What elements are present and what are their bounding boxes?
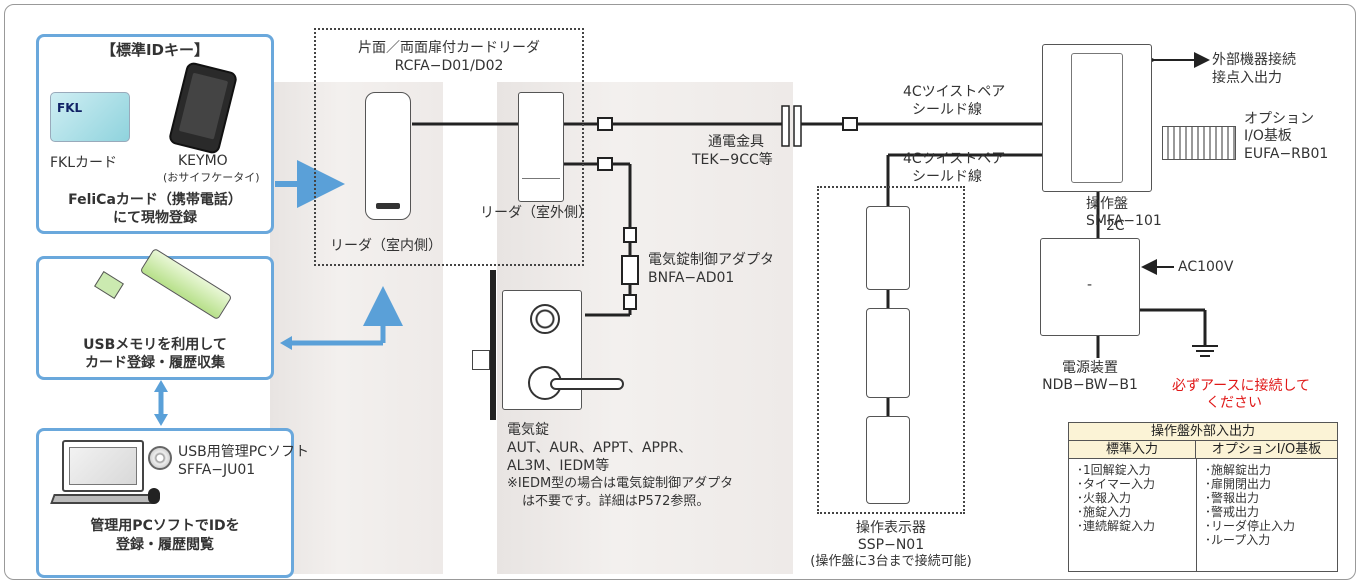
pc-soft-line1: USB用管理PCソフト [178,444,309,460]
outdoor-reader-label: リーダ（室外側） [480,205,592,221]
io-table-col1-header: 標準入力 [1069,441,1196,459]
psu-line1: 電源装置 [1062,360,1118,376]
io-table-col2-header: オプションI/O基板 [1196,441,1337,459]
standard-id-title: 【標準IDキー】 [100,41,210,59]
control-panel-device [1042,44,1152,192]
option-line2: I/O基板 [1244,128,1292,144]
psu-line2: NDB−BW−B1 [1042,377,1138,393]
io-col1-item: ･1回解錠入力 [1077,463,1151,477]
display-line3: (操作盤に3台まで接続可能) [810,554,972,569]
lock-cylinder-icon [530,304,560,334]
door-edge [490,270,496,420]
lock-note1: ※IEDM型の場合は電気錠制御アダプタ [507,476,734,491]
pc-line2: 登録・履歴閲覧 [116,537,214,553]
reader-header1: 片面／両面扉付カードリーダ [358,40,540,56]
power-supply-device: - [1040,238,1140,336]
laptop-icon [62,440,144,492]
wire-2c-label: 2C [1106,218,1125,234]
io-table: 操作盤外部入出力 標準入力 オプションI/O基板 ･1回解錠入力 ･タイマー入力… [1068,422,1338,572]
bolt [472,350,490,370]
cable-mid-line1: 4Cツイストペア [903,151,1006,167]
laptop-keyboard-icon [50,494,158,504]
fkl-card: FKL [50,92,130,142]
ext-line1: 外部機器接続 [1212,52,1296,68]
io-col1-item: ･連続解錠入力 [1077,519,1156,533]
display-unit-3 [866,416,910,504]
lock-models1: AUT、AUR、APPT、APPR、 [507,440,693,456]
ground-warning-line2: ください [1206,395,1262,411]
outer-frame [4,4,1356,580]
io-col1-item: ･タイマー入力 [1077,477,1156,491]
usb-line2: カード登録・履歴収集 [85,355,225,371]
outdoor-reader-device [518,92,564,202]
lock-title: 電気錠 [507,422,549,438]
io-col2-item: ･リーダ停止入力 [1205,519,1296,533]
standard-id-box [36,34,274,234]
lock-models2: AL3M、IEDM等 [507,458,610,474]
lever-icon [550,378,624,390]
adapter-line1: 電気錠制御アダプタ [648,252,774,268]
option-line1: オプション [1244,111,1314,127]
display-unit-1 [866,206,910,290]
option-line3: EUFA−RB01 [1244,146,1329,162]
usb-line1: USBメモリを利用して [83,337,227,353]
power-supply-dash: - [1087,277,1093,293]
cable-top-line2: シールド線 [912,102,982,118]
fkl-logo: FKL [57,101,83,115]
indoor-reader-label: リーダ（室内側） [330,238,442,254]
felica-register-line1: FeliCaカード（携帯電話） [68,192,242,208]
fkl-card-label: FKLカード [50,155,118,171]
pc-soft-line2: SFFA−JU01 [178,462,256,478]
ext-line2: 接点入出力 [1212,70,1282,86]
io-col2-item: ･警報出力 [1205,491,1260,505]
cable-mid-line2: シールド線 [912,169,982,185]
display-line2: SSP−N01 [857,537,925,553]
option-board-icon [1162,126,1236,160]
indoor-reader-device [365,92,411,220]
io-col2-item: ･ループ入力 [1205,533,1271,547]
keymo-label: KEYMO [178,153,228,169]
display-line1: 操作表示器 [856,520,926,536]
display-frame [817,186,965,514]
felica-register-line2: にて現物登録 [113,210,197,226]
ac-label: AC100V [1178,259,1234,275]
lock-note2: は不要です。詳細はP572参照。 [522,494,710,509]
tsuuden-line1: 通電金具 [708,134,764,150]
tsuuden-line2: TEK−9CC等 [692,152,773,168]
adapter-line2: BNFA−AD01 [648,270,735,286]
cd-icon [148,446,172,470]
io-col2-item: ･扉開閉出力 [1205,477,1272,491]
panel-line2: SMFA−101 [1086,213,1162,229]
keymo-sub-label: (おサイフケータイ) [163,171,260,184]
io-col1-item: ･火報入力 [1077,491,1132,505]
reader-header2: RCFA−D01/D02 [394,58,504,74]
display-unit-2 [866,308,910,398]
reader-frame [314,28,584,266]
cable-top-line1: 4Cツイストペア [903,84,1006,100]
panel-line1: 操作盤 [1086,196,1128,212]
pc-line1: 管理用PCソフトでIDを [90,518,240,534]
io-col1-item: ･施錠入力 [1077,505,1132,519]
io-table-title: 操作盤外部入出力 [1069,423,1337,441]
io-col2-item: ･施解錠出力 [1205,463,1272,477]
mouse-icon [148,488,160,504]
ground-warning-line1: 必ずアースに接続して [1172,378,1311,394]
io-col2-item: ･警戒出力 [1205,505,1260,519]
